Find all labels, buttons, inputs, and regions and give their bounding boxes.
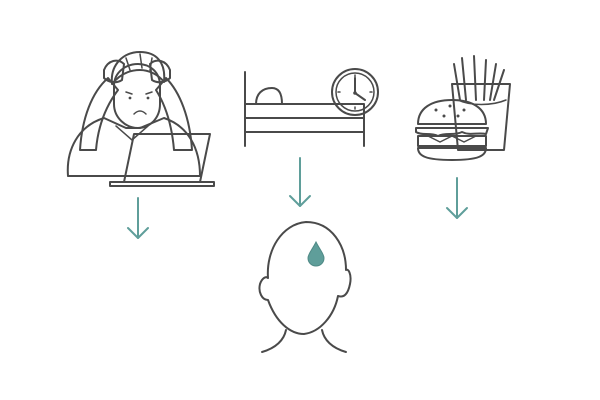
burger-fries-icon: [415, 55, 511, 161]
arrow-down-icon: [446, 177, 468, 219]
head-sweat-drop-icon: [258, 221, 352, 353]
sweat-drop-icon: [307, 240, 325, 267]
bed-clock-icon: [244, 68, 379, 147]
arrow-down-icon: [289, 157, 311, 207]
stressed-man-laptop-icon: [66, 51, 215, 187]
arrow-down-icon: [127, 197, 149, 239]
